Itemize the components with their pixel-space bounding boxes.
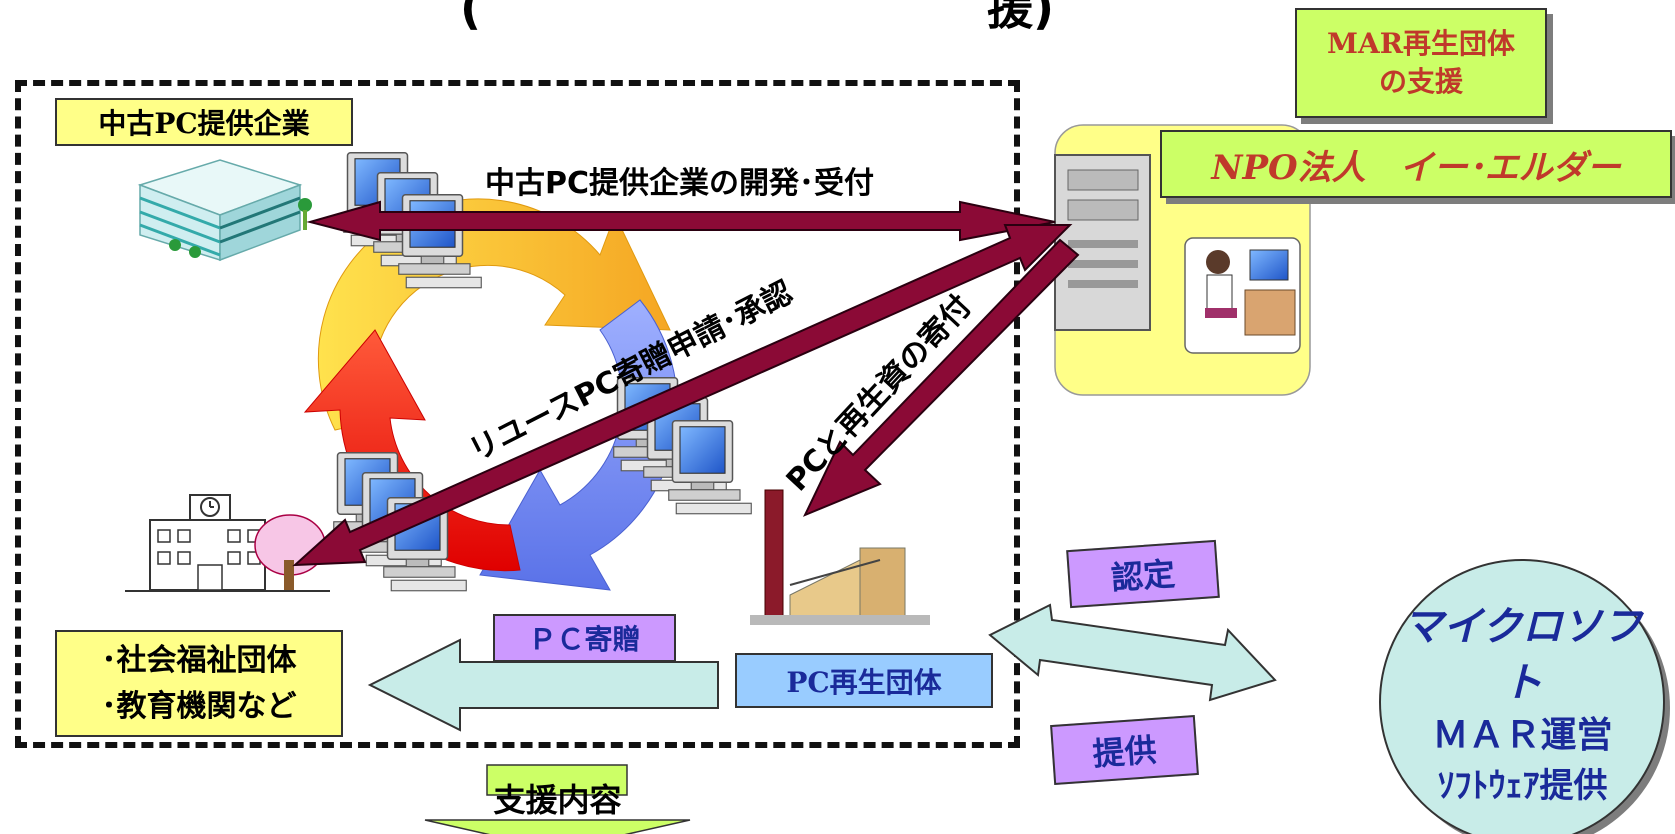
dashed-frame bbox=[15, 80, 1020, 748]
support-down-arrow bbox=[424, 764, 691, 834]
office-building-icon bbox=[137, 159, 312, 262]
microsoft-line3: ｿﾌﾄｳｪｱ提供 bbox=[1437, 766, 1608, 806]
top-arrow-label: 中古PC提供企業の開発･受付 bbox=[485, 166, 875, 201]
corporate-label-box: 中古PC提供企業 bbox=[55, 98, 353, 146]
recipients-line1: ･社会福祉団体 bbox=[101, 642, 297, 678]
school-icon bbox=[125, 494, 330, 592]
arrow-microsoft-link bbox=[988, 603, 1277, 702]
recipients-line2: ･教育機関など bbox=[101, 688, 297, 724]
microsoft-circle bbox=[1379, 559, 1670, 834]
mar-support-line1: MAR再生団体 bbox=[1327, 27, 1515, 60]
teikyo-label: 提供 bbox=[1091, 730, 1158, 774]
microsoft-line2: ＭＡＲ運営 bbox=[1432, 715, 1613, 756]
nintei-box: 認定 bbox=[1066, 539, 1220, 609]
npo-label: NPO法人 イー･エルダー bbox=[1211, 147, 1621, 188]
arrow-donation-to-regen bbox=[802, 238, 1080, 517]
corporate-label: 中古PC提供企業 bbox=[98, 107, 310, 140]
microsoft-line1: マイクロソフト bbox=[1402, 604, 1643, 706]
pc-donation-box: ＰＣ寄贈 bbox=[493, 614, 676, 662]
teikyo-box: 提供 bbox=[1050, 715, 1199, 785]
support-content-label: 支援内容 bbox=[493, 781, 622, 819]
mar-support-box: MAR再生団体 の支援 bbox=[1295, 8, 1547, 118]
arrow-corp-to-npo bbox=[306, 200, 1056, 242]
npo-box: NPO法人 イー･エルダー bbox=[1160, 130, 1672, 198]
recipients-box: ･社会福祉団体 ･教育機関など bbox=[55, 630, 343, 737]
arrow-pc-donation bbox=[367, 638, 719, 732]
microsoft-text: マイクロソフト ＭＡＲ運営 ｿﾌﾄｳｪｱ提供 bbox=[1385, 604, 1660, 806]
pc-regen-box: PC再生団体 bbox=[735, 653, 993, 708]
pc-regen-label: PC再生団体 bbox=[786, 665, 942, 699]
factory-icon bbox=[750, 489, 930, 625]
arrow-diagonal-approval bbox=[292, 224, 1073, 567]
header-title: ( 援) bbox=[460, 0, 1055, 35]
nintei-label: 認定 bbox=[1109, 554, 1177, 598]
mar-support-line2: の支援 bbox=[1378, 65, 1463, 98]
pc-donation-label: ＰＣ寄贈 bbox=[528, 623, 641, 656]
